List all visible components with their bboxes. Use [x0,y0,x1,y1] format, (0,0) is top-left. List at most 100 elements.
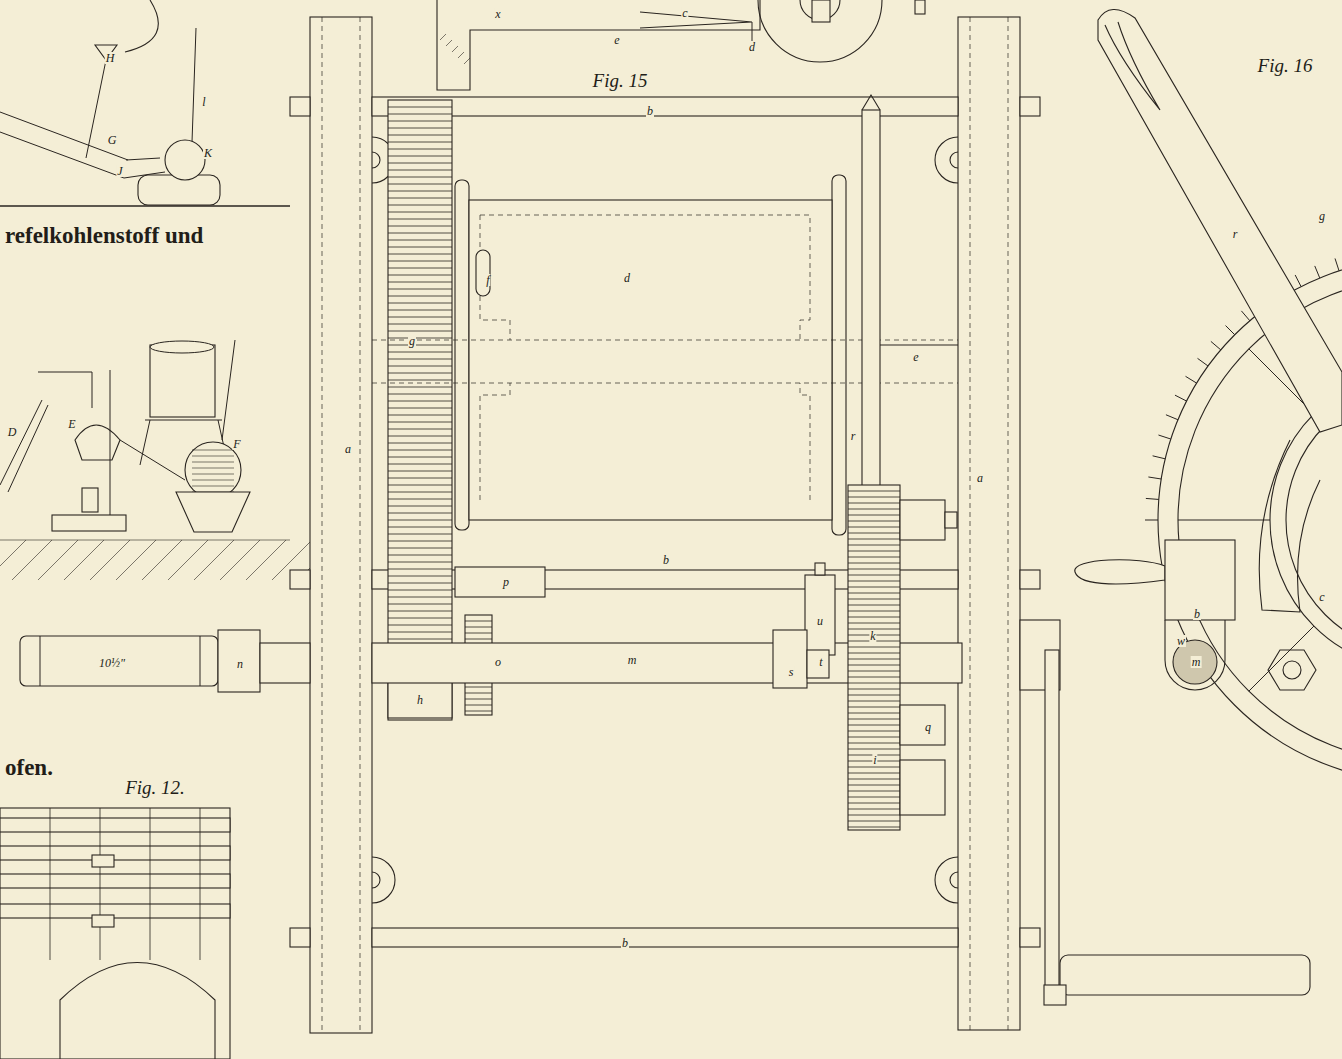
part-letter: E [67,418,76,430]
spur-gear-tooth [388,492,452,493]
spur-gear-tooth [388,534,452,535]
floor-hatch [194,540,234,580]
beaker-rim [150,341,214,353]
handle-grip [1075,560,1165,584]
spur-gear-tooth [388,394,452,395]
spur-gear-tooth [388,254,452,255]
large-gear-tooth [848,599,900,600]
pinion-tooth [465,711,492,712]
large-gear-tooth [848,785,900,786]
large-gear-tooth [848,515,900,516]
flame-hatch [192,474,234,475]
spur-gear-tooth [388,310,452,311]
large-gear-tooth [848,563,900,564]
spur-gear-tooth [388,317,452,318]
section-hatch [446,40,452,46]
sleeve [773,630,807,688]
part-letter: h [416,694,424,706]
part-letter: q [924,721,932,733]
plate-heading: refelkohlenstoff und [4,224,204,247]
gear-tooth [1153,456,1166,459]
part-letter: a [976,472,984,484]
figure-number: Fig. 16 [1257,56,1314,75]
spur-gear-tooth [388,121,452,122]
spur-gear-tooth [388,583,452,584]
nut [290,570,310,589]
drum-hidden [480,383,810,500]
spur-gear-tooth [388,429,452,430]
large-gear-tooth [848,707,900,708]
spur-gear-tooth [388,296,452,297]
gear-tooth [1158,435,1170,439]
spur-gear-tooth [388,625,452,626]
part-letter: b [621,937,629,949]
part-letter: F [232,438,241,450]
pinion-tooth [465,699,492,700]
large-gear-tooth [848,725,900,726]
shaft-stub [260,643,310,683]
furnace [0,808,230,1059]
figure-number: Fig. 15 [592,71,649,90]
spur-gear-tooth [388,597,452,598]
frame-hidden [970,17,971,1030]
large-gear-tooth [848,689,900,690]
part-letter: g [408,335,416,347]
spring-clip [640,12,752,28]
spur-gear-tooth [388,401,452,402]
spur-gear-tooth [388,268,452,269]
lever [1098,9,1342,432]
flame-hatch [192,468,234,469]
part-letter: e [613,34,620,46]
gas-tube [92,372,93,408]
part-letter: c [681,7,688,19]
pinion-tooth [465,705,492,706]
frame-hidden [360,17,361,1033]
part-letter: a [344,443,352,455]
spur-gear-tooth [388,457,452,458]
floor-hatch [12,540,52,580]
crank-handle [1060,955,1310,995]
floor-line [0,540,290,541]
large-gear-tooth [848,509,900,510]
large-gear-tooth [848,677,900,678]
part-letter: b [662,554,670,566]
large-gear-tooth [848,749,900,750]
large-gear-tooth [848,821,900,822]
screw [915,0,925,14]
large-gear-tooth [848,647,900,648]
floor-hatch [246,540,286,580]
part-letter: f [485,274,490,286]
spur-gear-tooth [388,541,452,542]
spur-gear-tooth [388,366,452,367]
nut [1020,928,1040,947]
section-hatch [464,58,470,64]
gear-tooth [1315,266,1320,278]
spur-gear-tooth [388,485,452,486]
part-letter: c [1318,591,1325,603]
part-letter: 10½" [98,657,126,669]
flame-hatch [192,462,234,463]
spur-gear-tooth [388,226,452,227]
large-gear-tooth [848,503,900,504]
section-hatch [452,46,458,52]
iron-band [0,846,230,860]
spur-gear-tooth [388,639,452,640]
slot [476,250,490,296]
spur-gear-tooth [388,352,452,353]
frame-side [958,17,1020,1030]
bracket [900,500,945,540]
thermometer [222,340,235,440]
furnace-arch [60,963,215,1059]
part-letter: p [502,576,510,588]
floor-hatch [116,540,156,580]
spur-gear-tooth [388,107,452,108]
part-letter: r [850,430,857,442]
spur-gear-tooth [388,128,452,129]
figure-number: Fig. 12. [124,778,186,797]
spur-gear-tooth [388,478,452,479]
part-letter: b [646,105,654,117]
part-letter: e [912,351,919,363]
spur-gear-tooth [388,219,452,220]
spur-gear-tooth [388,471,452,472]
